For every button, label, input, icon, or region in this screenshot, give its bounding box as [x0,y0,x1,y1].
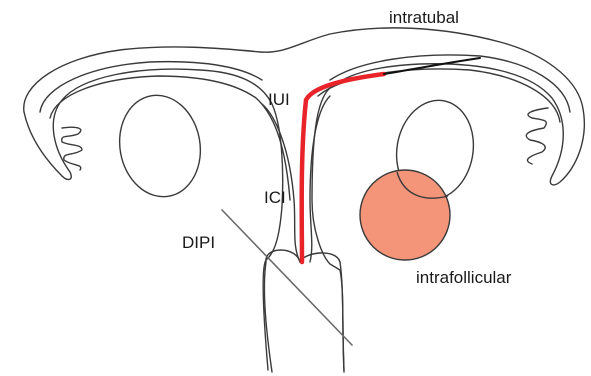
vagina-left-wall [264,262,272,372]
dipi-needle-line [222,210,352,345]
tube-layer-2 [50,76,290,200]
label-intratubal: intratubal [389,9,459,26]
follicle [360,170,450,260]
label-dipi: DIPI [182,234,215,251]
uterine-cavity [262,104,300,262]
left-ovary [112,89,208,203]
label-intrafollicular: intrafollicular [416,269,511,286]
uterus-outer-contour-left [24,69,283,370]
label-ici: ICI [264,189,286,206]
uterine-cavity-right [310,96,330,262]
right-fimbriae [526,108,548,164]
label-iui: IUI [268,91,290,108]
